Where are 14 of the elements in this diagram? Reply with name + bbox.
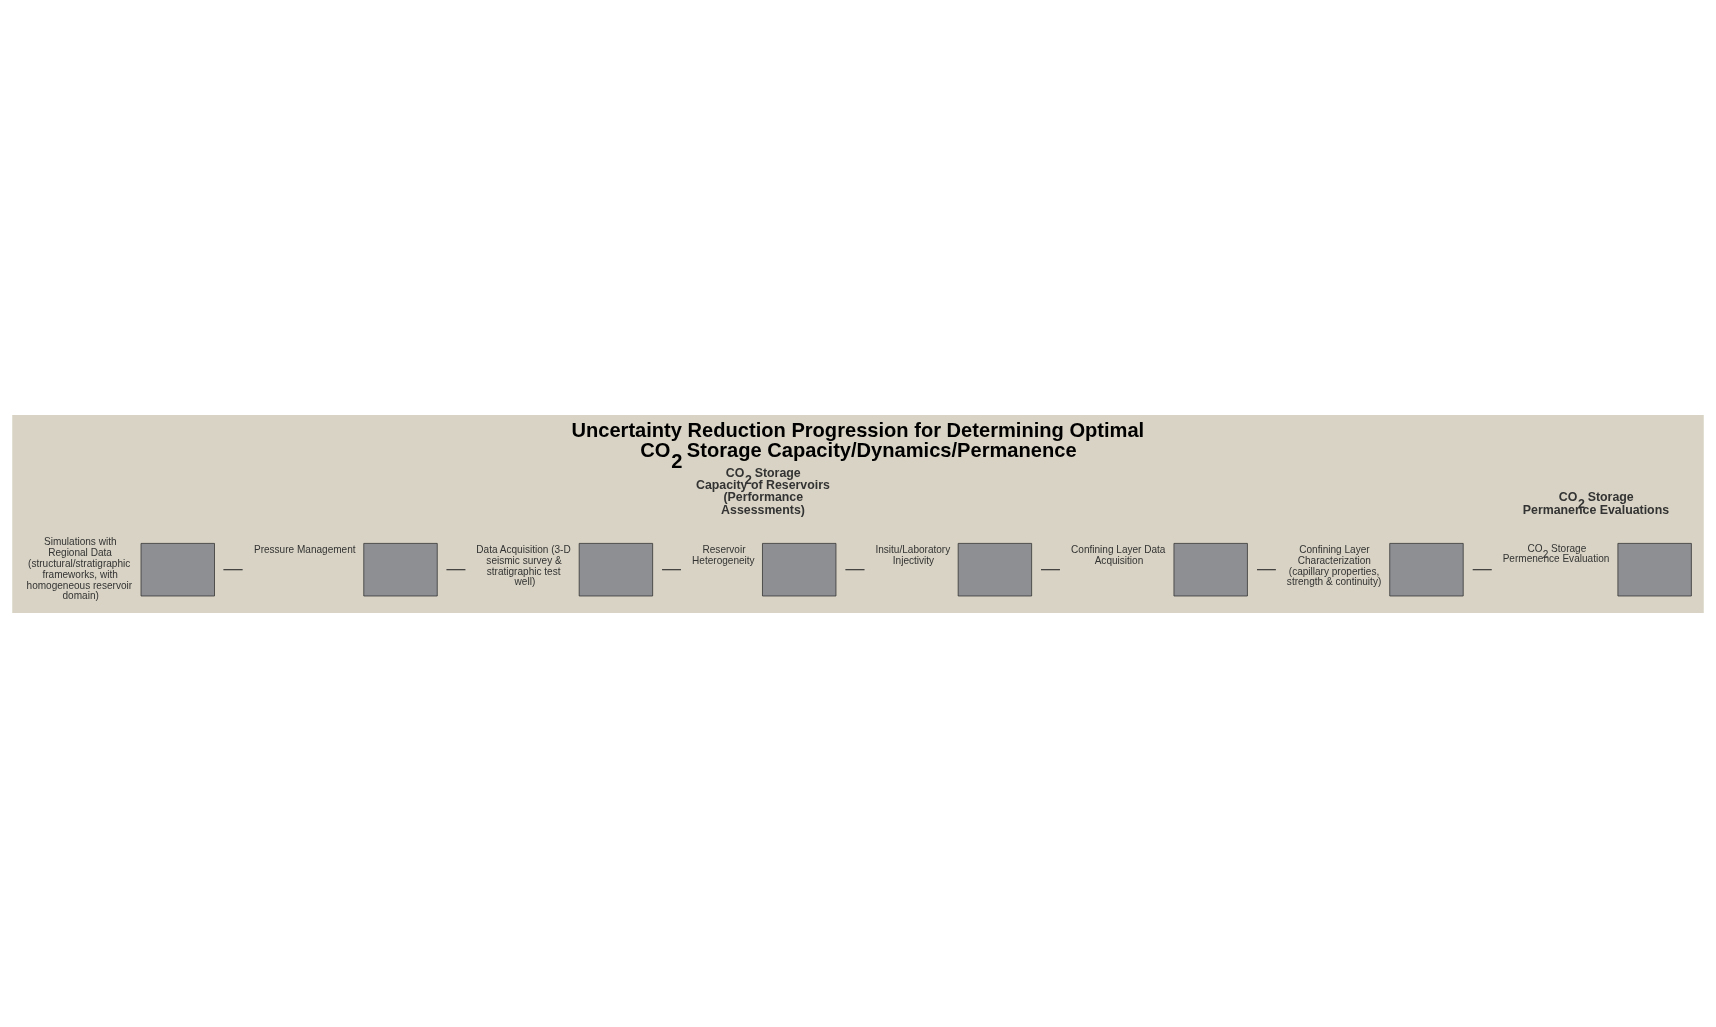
node-label: Confining Layer Data Acquisition [1071,543,1166,566]
connector [445,568,466,570]
node-label: Data Acquisition (3-D seismic survey & stratigraphic test well) [476,543,571,587]
node-label: Reservoir Heterogeneity [692,543,755,566]
connector [661,568,682,570]
connector [1256,568,1277,570]
node-label: Simulations with Regional Data (structural/stratigraphic frameworks, with homogeneous reservoir domain) [26,535,133,601]
node-label: Pressure Management [253,543,356,555]
connector [222,568,244,570]
connector [1472,568,1493,570]
node-label: Confining Layer Characterization (capillary properties, strength & continuity) [1286,543,1382,587]
node-label: Insitu/Laboratory Injectivity [875,543,951,566]
connector [1040,568,1061,570]
connector [844,568,866,570]
